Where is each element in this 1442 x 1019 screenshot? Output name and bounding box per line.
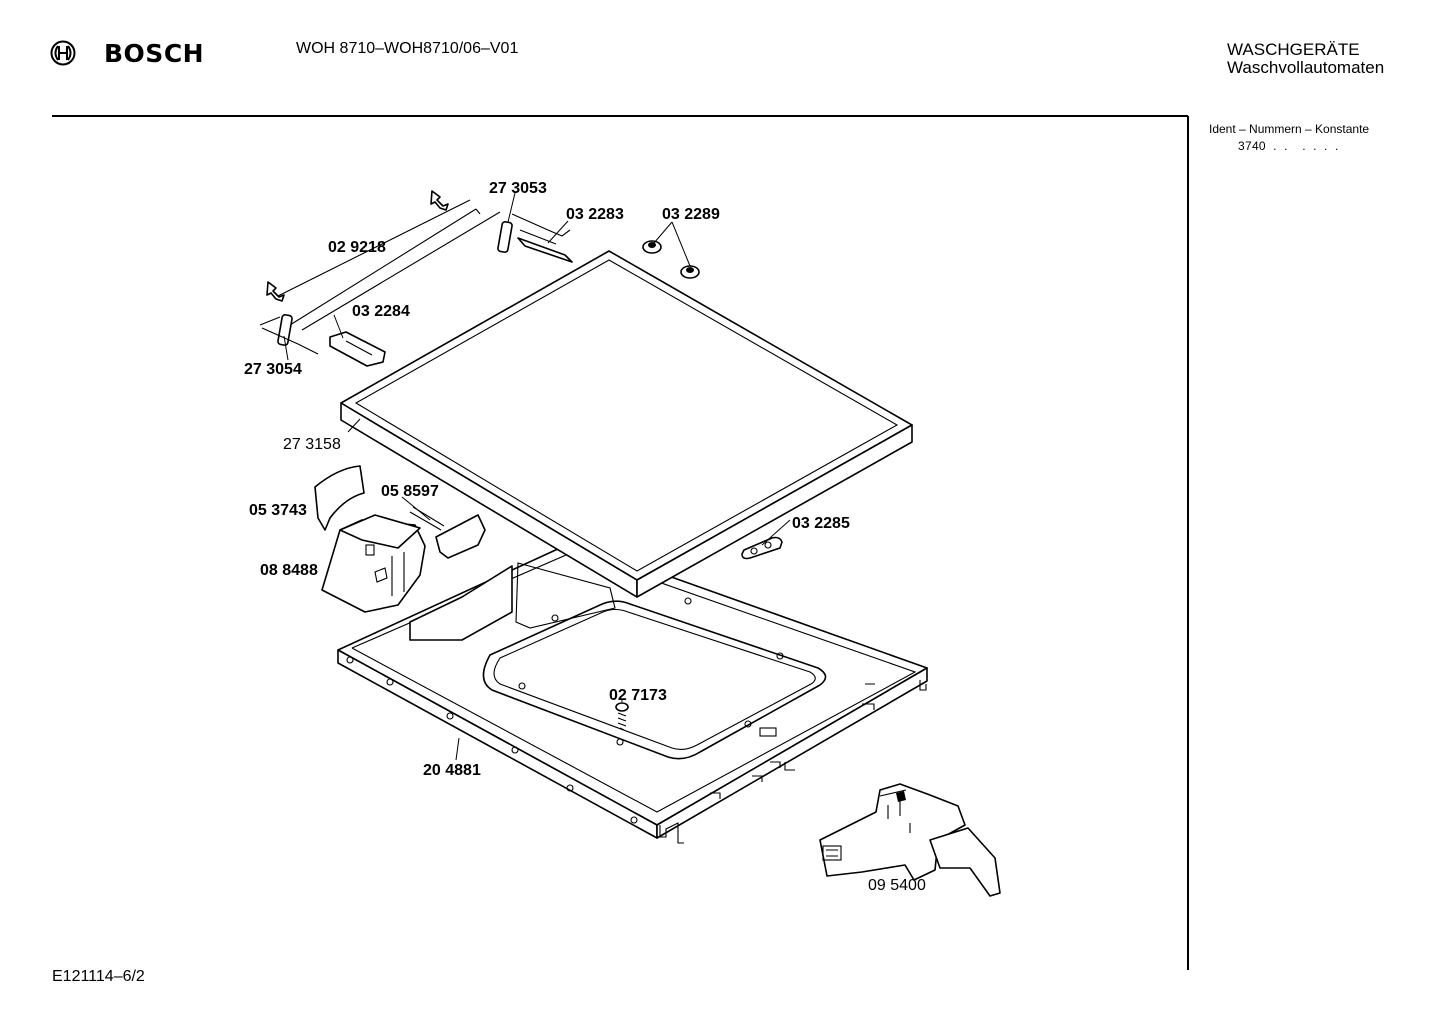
leader-lines [283, 192, 791, 761]
part-label: 03 2289 [662, 206, 720, 223]
part-label: 03 2285 [792, 515, 850, 532]
part-label: 05 3743 [249, 502, 307, 519]
part-label: 05 8597 [381, 483, 439, 500]
side-divider [1187, 116, 1189, 970]
drawing-code: E121114–6/2 [52, 968, 145, 985]
category-title: WASCHGERÄTE [1227, 40, 1360, 59]
header-divider [52, 115, 1188, 117]
subcategory-title: Waschvollautomaten [1227, 58, 1385, 77]
part-label: 27 3053 [489, 180, 547, 197]
hinge-rail-part [259, 190, 573, 367]
part-label: 02 7173 [609, 687, 667, 704]
part-label: 09 5400 [868, 877, 926, 894]
part-label: 08 8488 [260, 562, 318, 579]
part-labels: 27 3053 03 2283 03 2289 02 9218 03 2284 … [244, 180, 926, 894]
base-frame-part [337, 541, 928, 844]
dispenser-parts [314, 465, 486, 613]
part-label: 03 2284 [352, 303, 410, 320]
latch-plate-part [741, 536, 783, 560]
door-lock-part [819, 783, 1001, 897]
ident-value: 3740 . . . . . . [1238, 139, 1339, 153]
lid-part [340, 250, 913, 598]
part-label: 27 3158 [283, 436, 341, 453]
brand-name: BOSCH [104, 38, 205, 68]
screw-part [615, 702, 629, 731]
bosch-logo-icon [50, 40, 76, 66]
part-label: 27 3054 [244, 361, 302, 378]
part-label: 20 4881 [423, 762, 481, 779]
ident-title: Ident – Nummern – Konstante [1209, 122, 1370, 136]
part-label: 03 2283 [566, 206, 624, 223]
model-number: WOH 8710–WOH8710/06–V01 [296, 40, 519, 57]
exploded-view-diagram: 27 3053 03 2283 03 2289 02 9218 03 2284 … [244, 180, 1001, 897]
brand-block: BOSCH [50, 36, 204, 70]
buffer-feet-part [642, 240, 700, 279]
part-label: 02 9218 [328, 239, 386, 256]
